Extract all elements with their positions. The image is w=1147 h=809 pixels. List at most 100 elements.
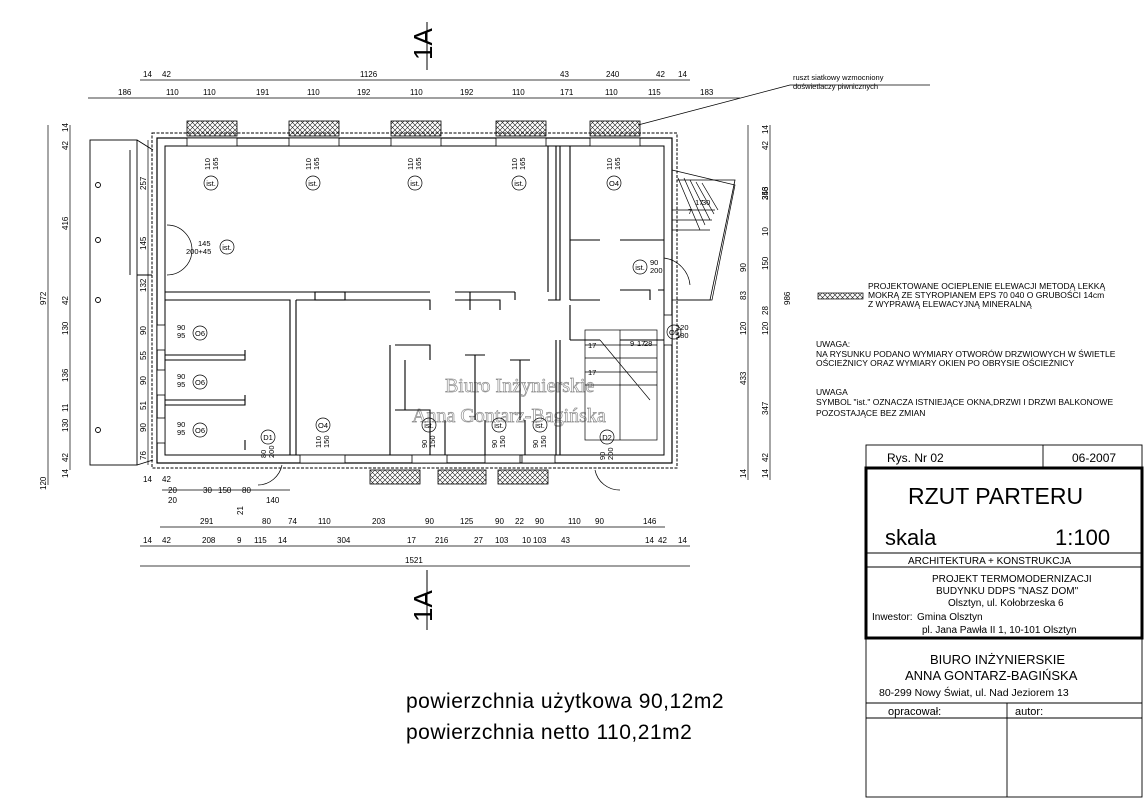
entrance-annex [89,139,154,466]
opening-labels: 110 165 110 165 110 165 110 165 110 165 … [177,157,710,460]
dim-right-11: 14 [739,469,748,478]
stair-label-1: 7 [688,207,692,216]
dim-left-s-6: 90 [139,423,148,432]
note2-title: UWAGA [816,387,848,397]
dim-bot1-9: 22 [515,517,524,526]
left-dimension-chains [47,125,149,485]
cellar-grilles-top [186,120,641,137]
opening-6-w: 145 [198,239,211,248]
dim-right-9: 14 [761,469,770,478]
tb-office-3: 80-299 Nowy Świat, ul. Nad Jeziorem 13 [879,686,1069,699]
door-swings [166,224,691,491]
dim-bot2-15: 14 [645,536,654,545]
dim-top2-7: 110 [410,88,423,97]
tb-discipline: ARCHITEKTURA + KONSTRUKCJA [908,556,1071,567]
opening-6-h: 200+45 [186,247,211,256]
stair-label-6: 28 [644,339,652,348]
dim-bot1-2: 80 [262,517,271,526]
opening-8-w: 120 [676,323,689,332]
opening-tags-top [192,175,682,445]
dim-left-s-4: 51 [139,401,148,410]
dim-left-1: 14 [61,123,70,132]
section-marker-top: 1A [408,22,438,70]
insulation-swatch [817,292,864,300]
dim-right-10: 42 [761,453,770,462]
dim-top2-1: 186 [118,88,132,97]
dim-bot2-5: 115 [254,536,267,545]
tb-scale-label: skala [885,525,937,550]
top-windows [156,137,673,464]
opening-10-h: 95 [177,380,185,389]
opening-13-w: 110 [314,436,323,448]
tb-investor-label: Inwestor: [872,612,913,623]
dim-bot2-10: 27 [474,536,483,545]
dim-left-s-2: 55 [139,351,148,360]
opening-13-h: 150 [322,435,331,448]
dim-right-2: 42 [761,141,770,150]
opening-8-tag: O5 [669,328,679,337]
tb-investor-2: pl. Jana Pawła II 1, 10-101 Olsztyn [922,625,1077,636]
opening-2-h: 165 [312,157,321,170]
note1-text: NA RYSUNKU PODANO WYMIARY OTWORÓW DRZWIO… [816,348,1116,368]
dim-right-7: 120 [739,321,748,335]
tb-prepared-label: opracował: [888,706,941,718]
dim-bot2-2: 42 [162,536,171,545]
cellar-grilles-bottom [369,469,549,485]
insulation-legend: PROJEKTOWANE OCIEPLENIE ELEWACJI METODĄ … [817,281,1105,309]
dim-right-in-2: 150 [761,256,770,270]
dim-left-s-5: 11 [61,403,70,412]
opening-10-tag: O6 [195,378,205,387]
watermark-line1: Biuro Inżynierskie [445,375,595,397]
dim-bottom-total: 1521 [405,556,423,565]
section-marker-bottom-label: 1A [408,590,438,622]
tb-project-3: Olsztyn, ul. Kołobrzeska 6 [948,598,1064,609]
dim-strip-3: 20 [168,486,177,495]
dim-right-in-6: 347 [761,401,770,415]
dim-top-3: 1126 [360,70,378,79]
dim-bot2-7: 304 [337,536,351,545]
insulation-legend-text: PROJEKTOWANE OCIEPLENIE ELEWACJI METODĄ … [868,281,1105,309]
dim-left-s-7: 42 [61,453,70,462]
title-block-text: Rys. Nr 02 06-2007 RZUT PARTERU skala 1:… [872,451,1116,718]
stair-label-4: 9 [630,339,634,348]
dim-bot1-7: 125 [460,517,474,526]
dim-bot2-16: 42 [658,536,667,545]
opening-1-tag: ist. [206,179,216,188]
dim-top2-4: 191 [256,88,270,97]
right-dimension-chains [747,125,771,480]
opening-3-tag: ist. [410,179,420,188]
dim-strip-2: 42 [162,475,171,484]
dim-left-in-5: 136 [61,368,70,382]
dim-top2-12: 115 [648,88,661,97]
stair-label-7: 17 [588,341,596,350]
dim-top2-11: 110 [605,88,618,97]
dim-right-3: 346 [761,186,770,200]
stair-label-2: 17 [695,198,703,207]
opening-10-w: 90 [177,372,185,381]
tb-author-label: autor: [1015,706,1043,718]
opening-15-h: 150 [498,435,507,448]
note1-title: UWAGA: [816,339,850,349]
tb-investor-1: Gmina Olsztyn [917,612,983,623]
dim-right-in-1: 253 [761,186,770,200]
opening-17-h: 200 [606,447,615,460]
side-ramp [677,179,736,301]
staircase-upper [671,169,736,301]
tb-scale-value: 1:100 [1055,525,1110,550]
dim-right-in-3: 90 [739,263,748,272]
opening-3-w: 110 [406,158,415,170]
opening-12-w: 80 [259,450,268,458]
dim-left-2: 42 [61,141,70,150]
opening-14-h: 150 [428,435,437,448]
opening-7-w: 90 [650,258,658,267]
top-dimension-chains [88,79,740,99]
dim-top-7: 14 [678,70,687,79]
dim-right-in-4: 83 [739,291,748,300]
note-dimensions: UWAGA: NA RYSUNKU PODANO WYMIARY OTWORÓW… [816,339,1116,368]
dim-left-in-4: 130 [61,321,70,335]
grille-callout-leader [637,84,791,126]
opening-1-w: 110 [203,158,212,170]
dim-left-6: 120 [39,476,48,490]
dim-bot2-6: 14 [278,536,287,545]
